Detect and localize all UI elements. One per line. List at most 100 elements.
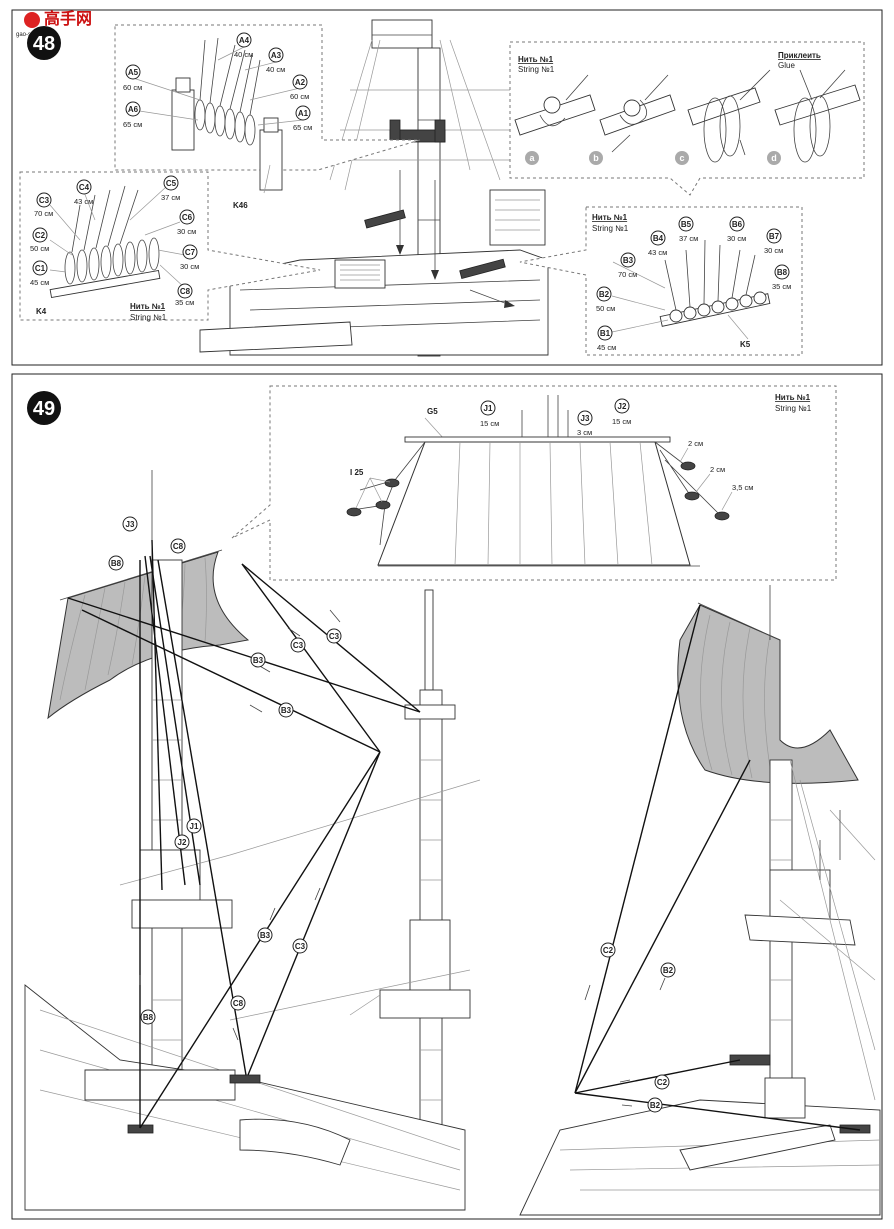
svg-text:J3: J3 [581, 414, 590, 423]
label-b2-low-rig: B2 [647, 1097, 663, 1113]
svg-text:65 см: 65 см [293, 123, 312, 132]
svg-text:30 см: 30 см [180, 262, 199, 271]
svg-text:B6: B6 [732, 220, 743, 229]
step-49-number-badge: 49 [27, 391, 61, 425]
svg-text:d: d [771, 153, 777, 163]
svg-text:C2: C2 [35, 231, 46, 240]
svg-text:50 см: 50 см [596, 304, 615, 313]
label-a5: A5 60 см [123, 64, 142, 92]
label-b8-low-rig: B8 [140, 1009, 156, 1025]
callout-c-lines: Нить №1 String №1 C3 70 см C4 43 см C5 [19, 171, 321, 322]
label-j1-detail: J1 15 см [480, 400, 499, 428]
side-length-3: 3,5 см [732, 483, 753, 492]
svg-text:48: 48 [33, 33, 55, 55]
watermark-name: 高手网 [44, 9, 92, 28]
label-c8-top-rig: C8 [170, 538, 186, 554]
svg-text:B3: B3 [281, 706, 292, 715]
svg-text:C8: C8 [173, 542, 184, 551]
step-49-right-ship-view: C2 B2 C2 B2 [519, 585, 881, 1216]
callout-b-lines: Нить №1 String №1 B4 43 см B5 37 см B6 3… [519, 206, 803, 356]
watermark-mascot-icon [24, 12, 40, 28]
side-length-1: 2 см [688, 439, 703, 448]
label-j2-rig: J2 [174, 834, 190, 850]
knot-glue-en: Glue [778, 61, 795, 70]
step-48-string-ru-c: Нить №1 [130, 302, 166, 311]
step-48-string-en-c: String №1 [130, 313, 167, 322]
svg-text:B8: B8 [111, 559, 122, 568]
label-b3-b-rig: B3 [278, 702, 294, 718]
svg-text:c: c [679, 153, 684, 163]
step-48-panel [11, 9, 883, 366]
svg-text:b: b [593, 153, 599, 163]
svg-text:30 см: 30 см [764, 246, 783, 255]
label-a4: A4 40 см [234, 32, 253, 59]
svg-text:49: 49 [33, 398, 55, 420]
block-part-i25-label: I 25 [350, 468, 364, 477]
svg-text:C5: C5 [166, 179, 177, 188]
svg-text:A5: A5 [128, 68, 139, 77]
svg-text:B4: B4 [653, 234, 664, 243]
svg-text:45 см: 45 см [30, 278, 49, 287]
svg-text:C2: C2 [657, 1078, 668, 1087]
step-49-string-en: String №1 [775, 404, 812, 413]
label-b8-top-rig: B8 [108, 555, 124, 571]
svg-text:C3: C3 [329, 632, 340, 641]
svg-text:70 см: 70 см [618, 270, 637, 279]
svg-text:B3: B3 [253, 656, 264, 665]
svg-text:J2: J2 [618, 402, 627, 411]
callout-knot-steps: Нить №1 String №1 Приклеить Glue a b c [509, 41, 865, 196]
step-49-string-ru: Нить №1 [775, 393, 811, 402]
label-j3-detail: J3 3 см [577, 410, 593, 437]
part-k46-label: K46 [233, 201, 248, 210]
knot-illustration-d: d [767, 69, 861, 165]
sail-part-g5-label: G5 [427, 407, 438, 416]
svg-text:C8: C8 [233, 999, 244, 1008]
callout-sail-g5: Нить №1 String №1 G5 J1 15 см J3 3 см J2… [231, 385, 837, 581]
label-c3-c-rig: C3 [292, 938, 308, 954]
knot-illustration-c: c [675, 69, 771, 165]
label-b2: B2 50 см [596, 286, 615, 313]
svg-text:35 см: 35 см [175, 298, 194, 307]
svg-text:C3: C3 [293, 641, 304, 650]
step-49-left-ship-view: J3 B8 C8 B3 B3 C3 C3 J1 [24, 470, 481, 1211]
label-b4: B4 43 см [648, 230, 667, 257]
label-a2: A2 60 см [290, 74, 309, 101]
svg-text:B2: B2 [599, 290, 610, 299]
svg-text:43 см: 43 см [648, 248, 667, 257]
label-c2: C2 50 см [30, 227, 49, 253]
svg-text:B2: B2 [650, 1101, 661, 1110]
label-b3-a-rig: B3 [250, 652, 266, 668]
knot-string-ru: Нить №1 [518, 55, 554, 64]
svg-text:15 см: 15 см [480, 419, 499, 428]
svg-text:C2: C2 [603, 946, 614, 955]
svg-text:C3: C3 [295, 942, 306, 951]
svg-text:60 см: 60 см [123, 83, 142, 92]
svg-text:3 см: 3 см [577, 428, 592, 437]
label-c2-low-rig: C2 [654, 1074, 670, 1090]
label-a3: A3 40 см [266, 47, 285, 74]
knot-string-en: String №1 [518, 65, 555, 74]
svg-text:A2: A2 [295, 78, 306, 87]
b-string-ru: Нить №1 [592, 213, 628, 222]
svg-text:B3: B3 [260, 931, 271, 940]
label-j2-detail: J2 15 см [612, 398, 631, 426]
svg-text:70 см: 70 см [34, 209, 53, 218]
label-c2-right-rig: C2 [600, 942, 616, 958]
svg-text:45 см: 45 см [597, 343, 616, 352]
svg-text:60 см: 60 см [290, 92, 309, 101]
callout-a-lines: A4 40 см A3 40 см A2 60 см A1 65 см A5 6… [114, 24, 421, 210]
svg-text:C6: C6 [182, 213, 193, 222]
svg-text:a: a [529, 153, 535, 163]
part-k4-label: K4 [36, 307, 47, 316]
label-c4: C4 43 см [74, 179, 93, 206]
label-j3-rig: J3 [122, 516, 138, 532]
svg-text:37 см: 37 см [161, 193, 180, 202]
svg-text:J3: J3 [126, 520, 135, 529]
label-c3: C3 70 см [34, 192, 53, 218]
label-b7: B7 30 см [764, 228, 783, 255]
label-b1: B1 45 см [597, 325, 616, 352]
svg-text:J2: J2 [178, 838, 187, 847]
knot-glue-ru: Приклеить [778, 51, 821, 60]
b-string-en: String №1 [592, 224, 629, 233]
svg-text:J1: J1 [190, 822, 199, 831]
